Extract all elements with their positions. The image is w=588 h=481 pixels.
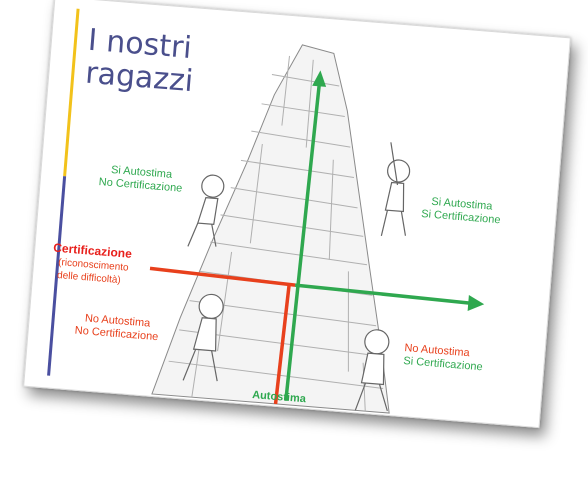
tower-illustration bbox=[149, 44, 485, 414]
slide: I nostri ragazzi bbox=[23, 0, 571, 429]
autostima-arrow-icon bbox=[312, 70, 327, 87]
certificazione-note: (riconoscimento delle difficoltà) bbox=[56, 257, 129, 287]
child-climber-right-icon bbox=[380, 142, 411, 236]
autostima-axis-negative bbox=[273, 284, 291, 405]
child-climber-left-icon bbox=[187, 174, 225, 247]
autostima-axis bbox=[284, 82, 322, 401]
child-climber-bottom-right-icon bbox=[354, 329, 390, 412]
certificazione-axis-negative bbox=[149, 266, 296, 287]
certificazione-arrow-icon bbox=[467, 295, 485, 312]
child-climber-bottom-left-icon bbox=[182, 293, 224, 382]
certificazione-axis-positive bbox=[294, 283, 473, 306]
